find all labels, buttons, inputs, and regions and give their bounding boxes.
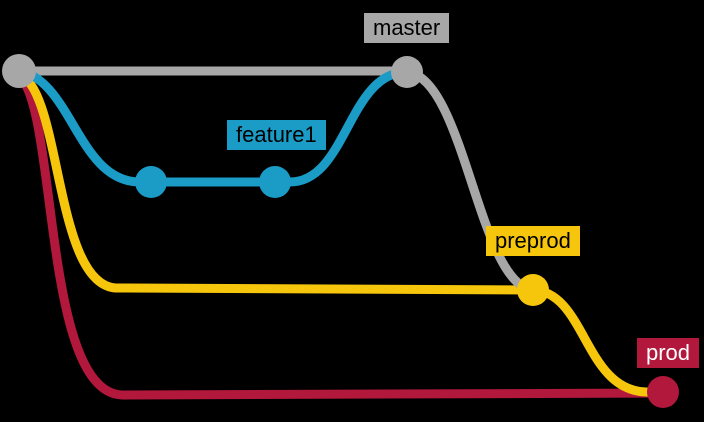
commit-node-preprod-head [517, 274, 549, 306]
branch-line-master [14, 66, 538, 295]
branch-label-prod: prod [637, 338, 700, 369]
commit-node-feature1-2 [259, 166, 291, 198]
commit-node-master-head [391, 56, 423, 88]
commit-node-feature1-1 [135, 166, 167, 198]
branch-line-feature1 [14, 66, 412, 187]
branch-label-master: master [364, 13, 450, 44]
branch-label-preprod: preprod [486, 226, 580, 257]
branch-label-feature1: feature1 [227, 120, 326, 151]
branch-line-preprod [14, 69, 668, 397]
commit-node-prod-head [647, 376, 679, 408]
branch-line-prod [14, 71, 668, 400]
commit-node-root [2, 54, 36, 88]
